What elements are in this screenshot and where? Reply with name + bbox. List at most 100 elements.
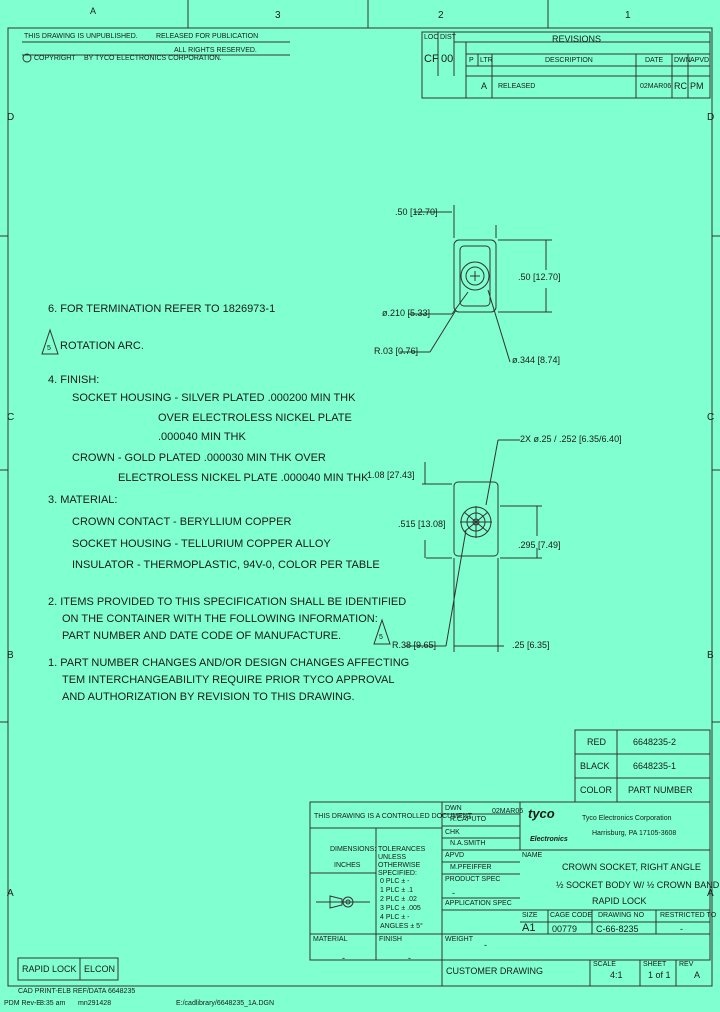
note-5-flag: 5: [379, 634, 383, 641]
tb-sheet-value: 1 of 1: [648, 970, 671, 980]
tb-weight-label: WEIGHT: [445, 936, 473, 943]
tb-product-spec-label: PRODUCT SPEC: [445, 876, 501, 883]
note-5: ROTATION ARC.: [60, 340, 144, 352]
header-company: BY TYCO ELECTRONICS CORPORATION.: [84, 55, 222, 62]
note-4b-1: CROWN - GOLD PLATED .000030 MIN THK OVER: [72, 452, 326, 464]
footer-time: 8:35 am: [40, 1000, 66, 1007]
tb-weight-value: -: [484, 940, 487, 950]
row-label: C: [7, 412, 15, 423]
tb-units: INCHES: [334, 862, 361, 869]
tb-appvd-label: APVD: [445, 852, 465, 859]
tb-chk-label: CHK: [445, 829, 460, 836]
tb-size-value: A1: [522, 922, 536, 934]
rev-col-dwn: DWN: [674, 57, 691, 64]
note-1b: TEM INTERCHANGEABILITY REQUIRE PRIOR TYC…: [62, 674, 395, 686]
dim-width-top: .50 [12.70]: [395, 207, 438, 217]
part-name-line3: RAPID LOCK: [592, 896, 647, 906]
note-3: 3. MATERIAL:: [48, 494, 118, 506]
rev-dist-value: 00: [441, 53, 454, 65]
tb-rev-label: REV: [679, 961, 694, 968]
note-4a-1: SOCKET HOUSING - SILVER PLATED .000200 M…: [72, 392, 356, 404]
dim-body-width: .25 [6.35]: [512, 640, 550, 650]
table-header-color: COLOR: [580, 785, 613, 795]
rev-row-desc: RELEASED: [498, 83, 536, 90]
rev-row-apvd: PM: [690, 81, 704, 91]
note-6: 6. FOR TERMINATION REFER TO 1826973-1: [48, 303, 276, 315]
tb-material-label: MATERIAL: [313, 936, 348, 943]
column-label: 2: [438, 10, 444, 21]
note-3c: INSULATOR - THERMOPLASTIC, 94V-0, COLOR …: [72, 559, 380, 571]
part-name-line1: CROWN SOCKET, RIGHT ANGLE: [562, 862, 701, 872]
note-2a: 2. ITEMS PROVIDED TO THIS SPECIFICATION …: [48, 596, 407, 608]
rapid-lock-label: RAPID LOCK: [22, 964, 77, 974]
tb-scale-value: 4:1: [610, 970, 623, 980]
tb-material-value: -: [342, 953, 345, 963]
company-name: Tyco Electronics Corporation: [582, 815, 672, 822]
dim-pin-diameter: 2X ø.25 / .252 [6.35/6.40]: [520, 434, 622, 444]
tb-rev-value: A: [694, 970, 701, 980]
tb-tol-row: 1 PLC ± .1: [380, 887, 414, 894]
rev-dist-label: DIST: [440, 34, 456, 41]
header-rights: ALL RIGHTS RESERVED.: [174, 47, 257, 54]
rev-col-desc: DESCRIPTION: [545, 57, 593, 64]
note-3b: SOCKET HOUSING - TELLURIUM COPPER ALLOY: [72, 538, 331, 550]
rev-col-ltr: LTR: [480, 57, 493, 64]
dim-rotation-radius: R.38 [9.65]: [392, 640, 437, 650]
header-released: RELEASED FOR PUBLICATION: [156, 33, 259, 40]
dim-hole-diameter: ø.210 [5.33]: [382, 308, 431, 318]
note-4a-2: OVER ELECTROLESS NICKEL PLATE: [158, 412, 352, 424]
footer-file: E:/cadlibrary/6648235_1A.DGN: [176, 1000, 275, 1007]
table-color-cell: BLACK: [580, 761, 610, 771]
table-header-part: PART NUMBER: [628, 785, 693, 795]
controlled-document-note: THIS DRAWING IS A CONTROLLED DOCUMENT.: [314, 813, 474, 820]
rev-col-date: DATE: [645, 57, 664, 64]
customer-drawing-label: CUSTOMER DRAWING: [446, 966, 544, 976]
footer-pdm: PDM Rev-E: [4, 1000, 41, 1007]
note-1c: AND AUTHORIZATION BY REVISION TO THIS DR…: [62, 691, 355, 703]
tb-restricted-value: -: [680, 924, 683, 934]
note-4b-2: ELECTROLESS NICKEL PLATE .000040 MIN THK: [118, 472, 369, 484]
note-4: 4. FINISH:: [48, 374, 100, 386]
tb-dwn-value: R.CAPUTO: [450, 816, 487, 823]
row-label: D: [707, 112, 715, 123]
tb-drawing-no-value: C-66-8235: [596, 924, 639, 934]
tb-restricted-label: RESTRICTED TO: [660, 912, 717, 919]
note-2b: ON THE CONTAINER WITH THE FOLLOWING INFO…: [62, 613, 378, 625]
dim-corner-radius: R.03 [0.76]: [374, 346, 419, 356]
footer-cad-ref: CAD PRINT-ELB REF/DATA 6648235: [18, 988, 136, 995]
tb-dwn-label: DWN: [445, 805, 462, 812]
tb-tol-row: 3 PLC ± .005: [380, 905, 421, 912]
tb-tol-row: 4 PLC ± -: [380, 914, 410, 921]
tb-tol-row: 0 PLC ± -: [380, 878, 410, 885]
rev-row-dwn: RC: [674, 81, 687, 91]
column-label: A: [90, 6, 97, 16]
row-label: B: [707, 650, 714, 661]
note-4a-3: .000040 MIN THK: [158, 431, 246, 443]
tyco-logo-sub: Electronics: [530, 836, 568, 843]
tb-size-label: SIZE: [522, 912, 538, 919]
tb-application-spec-label: APPLICATION SPEC: [445, 900, 512, 907]
note-2c: PART NUMBER AND DATE CODE OF MANUFACTURE…: [62, 630, 342, 642]
tb-dimensions-label: DIMENSIONS:: [330, 846, 377, 853]
rev-col-p: P: [469, 57, 474, 64]
rev-title: REVISIONS: [552, 34, 602, 44]
column-label: 3: [275, 10, 281, 21]
table-color-cell: RED: [587, 737, 607, 747]
tb-tol-row: 2 PLC ± .02: [380, 896, 417, 903]
tb-chk-value: N.A.SMITH: [450, 840, 486, 847]
dim-outer-diameter: ø.344 [8.74]: [512, 355, 561, 365]
tb-product-spec-value: -: [452, 888, 455, 898]
tyco-logo: tyco: [528, 806, 555, 821]
dim-height-top: .50 [12.70]: [518, 272, 561, 282]
tb-finish-label: FINISH: [379, 936, 402, 943]
tb-tolerances-label: TOLERANCES UNLESS OTHERWISE SPECIFIED:: [378, 846, 426, 877]
tb-drawing-no-label: DRAWING NO: [598, 912, 645, 919]
rev-col-apvd: APVD: [690, 57, 710, 64]
dim-body-height: .295 [7.49]: [518, 540, 561, 550]
note-1a: 1. PART NUMBER CHANGES AND/OR DESIGN CHA…: [48, 657, 410, 669]
tb-cage-value: 00779: [552, 924, 578, 934]
table-part-cell: 6648235-1: [633, 761, 677, 771]
rev-row-date: 02MAR06: [640, 83, 672, 90]
tb-tol-row: ANGLES ± 5°: [380, 923, 423, 930]
